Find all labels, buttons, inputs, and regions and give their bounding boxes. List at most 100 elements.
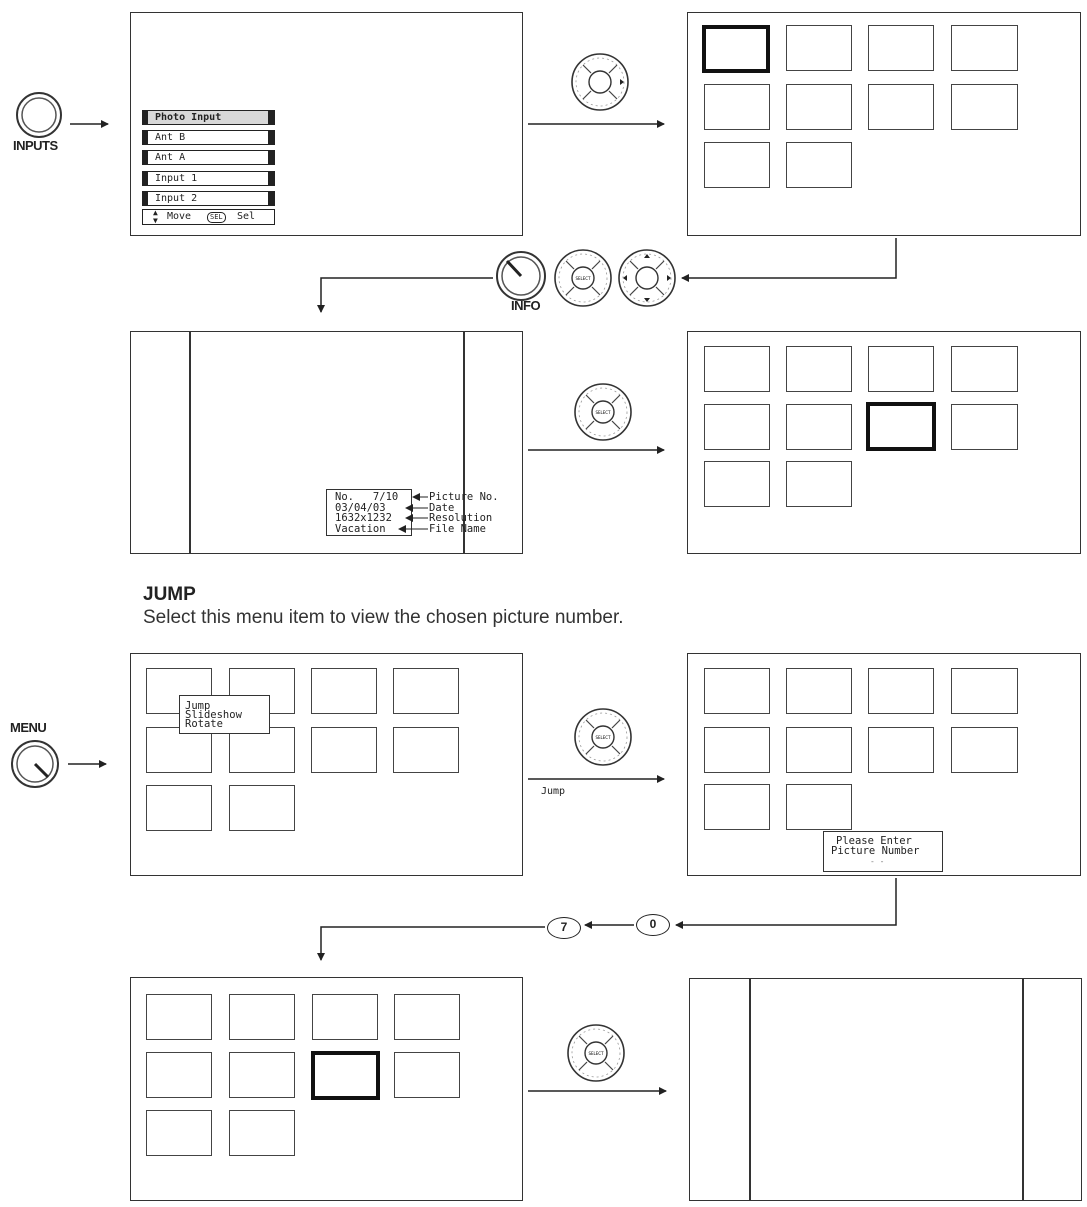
thumbnail[interactable]: [229, 1110, 295, 1156]
hint-move-text: Move: [167, 211, 192, 222]
jump-description: Select this menu item to view the chosen…: [143, 607, 624, 628]
callout-resolution: Resolution: [429, 512, 493, 524]
thumbnail[interactable]: [786, 142, 852, 188]
thumbnail[interactable]: [951, 84, 1018, 130]
thumbnail[interactable]: [786, 404, 852, 450]
info-knob-icon[interactable]: [495, 250, 547, 302]
select-text: SELECT: [575, 276, 591, 281]
thumbnail[interactable]: [868, 346, 934, 392]
arrow-screen2-down-left: [681, 238, 897, 282]
inputs-knob-icon[interactable]: [15, 91, 63, 139]
dpad-arrows-icon: [618, 249, 676, 307]
menu-item-input-1[interactable]: Input 1: [142, 171, 275, 186]
thumbnail-selected[interactable]: [311, 1051, 380, 1100]
info-picture-no: No. 7/10: [335, 491, 399, 503]
thumbnail[interactable]: [704, 346, 770, 392]
hint-sel-key: SEL: [207, 212, 226, 223]
select-text: SELECT: [588, 1051, 604, 1056]
inputs-label: INPUTS: [13, 138, 58, 153]
arrow-info-down: [317, 277, 493, 313]
thumbnail[interactable]: [393, 727, 459, 773]
select-button-icon: SELECT: [554, 249, 612, 307]
thumbnail[interactable]: [704, 668, 770, 714]
menu-knob-icon[interactable]: [10, 739, 60, 789]
thumbnail[interactable]: [704, 84, 770, 130]
thumbnail[interactable]: [786, 668, 852, 714]
picture-right-border: [1022, 978, 1024, 1201]
thumbnail[interactable]: [394, 994, 460, 1040]
menu-item-ant-b[interactable]: Ant B: [142, 130, 275, 145]
picture-left-border: [189, 331, 191, 554]
number-0-button[interactable]: 0: [636, 914, 670, 936]
thumbnail[interactable]: [704, 727, 770, 773]
context-menu: [179, 695, 270, 734]
thumbnail[interactable]: [229, 1052, 295, 1098]
arrow-screen6-down-left: [675, 878, 897, 929]
thumbnail[interactable]: [951, 668, 1018, 714]
thumbnail[interactable]: [311, 668, 377, 714]
thumbnail-selected[interactable]: [866, 402, 936, 451]
menu-item-ant-a[interactable]: Ant A: [142, 150, 275, 165]
picture-left-border: [749, 978, 751, 1201]
up-down-arrows-icon: ▲▼: [153, 208, 158, 225]
select-button-icon: SELECT: [567, 1024, 625, 1082]
thumbnail[interactable]: [786, 784, 852, 830]
select-button-icon: SELECT: [574, 708, 632, 766]
thumbnail[interactable]: [146, 727, 212, 773]
thumbnail[interactable]: [229, 727, 295, 773]
info-resolution: 1632x1232: [335, 512, 392, 524]
thumbnail[interactable]: [394, 1052, 460, 1098]
thumbnail-selected[interactable]: [702, 25, 770, 73]
callout-picture-no: Picture No.: [429, 491, 499, 503]
thumbnail[interactable]: [951, 727, 1018, 773]
dialog-line-2: Picture Number: [831, 845, 920, 857]
thumbnail[interactable]: [229, 785, 295, 831]
thumbnail[interactable]: [786, 84, 852, 130]
callout-date: Date: [429, 502, 455, 514]
thumbnail[interactable]: [786, 25, 852, 71]
dialog-line-1: Please Enter: [836, 835, 912, 847]
thumbnail[interactable]: [704, 784, 770, 830]
thumbnail[interactable]: [311, 727, 377, 773]
menu-hint-bar: ▲▼ Move SEL Sel: [142, 209, 275, 225]
jump-arrow-label: Jump: [541, 786, 565, 797]
thumbnail[interactable]: [868, 25, 934, 71]
thumbnail[interactable]: [146, 1052, 212, 1098]
thumbnail[interactable]: [951, 346, 1018, 392]
thumbnail[interactable]: [951, 25, 1018, 71]
info-panel: [326, 489, 412, 536]
thumbnail[interactable]: [146, 994, 212, 1040]
picture-right-border: [463, 331, 465, 554]
thumbnail[interactable]: [786, 346, 852, 392]
select-button-icon: SELECT: [574, 383, 632, 441]
number-7-button[interactable]: 7: [547, 917, 581, 939]
menu-label: MENU: [10, 720, 47, 735]
context-menu-slideshow[interactable]: Slideshow: [185, 709, 242, 721]
thumbnail[interactable]: [951, 404, 1018, 450]
thumbnail[interactable]: [229, 994, 295, 1040]
select-text: SELECT: [595, 410, 611, 415]
thumbnail[interactable]: [312, 994, 378, 1040]
thumbnail[interactable]: [786, 461, 852, 507]
info-label: INFO: [511, 298, 541, 313]
context-menu-rotate[interactable]: Rotate: [185, 718, 223, 730]
menu-item-photo-input[interactable]: Photo Input: [142, 110, 275, 125]
thumbnail[interactable]: [146, 1110, 212, 1156]
dialog-number-field[interactable]: - -: [870, 857, 885, 866]
thumbnail[interactable]: [393, 668, 459, 714]
thumbnail[interactable]: [868, 84, 934, 130]
thumbnail[interactable]: [704, 461, 770, 507]
menu-item-input-2[interactable]: Input 2: [142, 191, 275, 206]
enter-number-dialog: [823, 831, 943, 872]
thumbnail[interactable]: [868, 668, 934, 714]
thumbnail[interactable]: [786, 727, 852, 773]
hint-sel-text: Sel: [237, 211, 256, 222]
thumbnail[interactable]: [704, 404, 770, 450]
context-menu-jump[interactable]: Jump: [185, 700, 211, 712]
thumbnail[interactable]: [704, 142, 770, 188]
dpad-right-icon: [571, 53, 629, 111]
info-date: 03/04/03: [335, 502, 386, 514]
thumbnail[interactable]: [868, 727, 934, 773]
thumbnail[interactable]: [146, 785, 212, 831]
